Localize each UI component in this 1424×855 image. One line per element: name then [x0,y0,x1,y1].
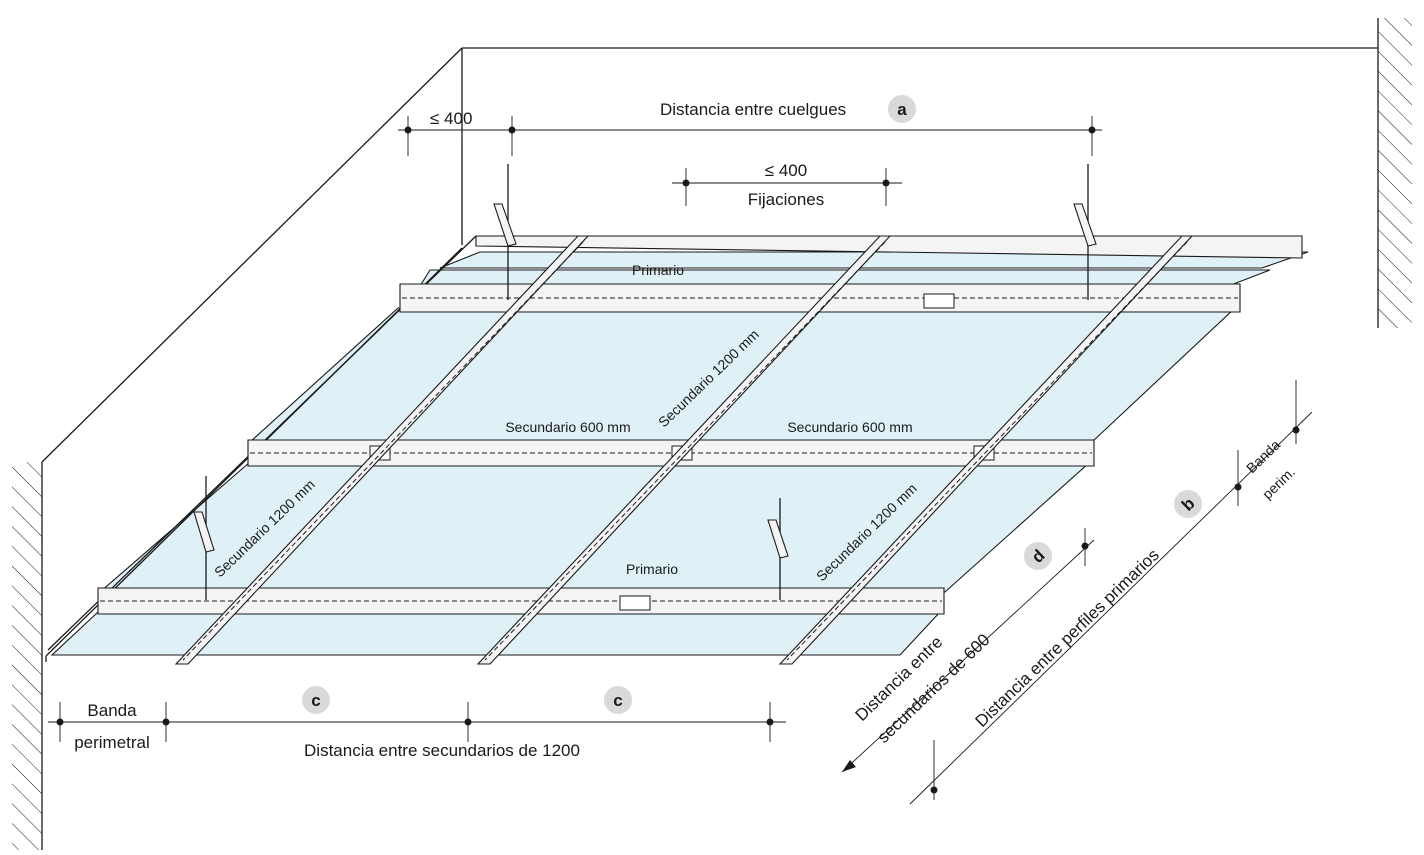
banda-perimetral-line1: Banda [87,701,137,720]
secundario-600-right-label: Secundario 600 mm [787,419,912,435]
hanger-icon [493,164,517,300]
hanger-icon [193,476,215,600]
badge-c1-text: c [311,691,320,710]
badge-c1: c [300,684,332,716]
hanger-icon [767,498,789,600]
primario-top-label: Primario [632,262,684,278]
badge-d: d [1022,540,1054,572]
primary-profile-bottom [97,587,945,615]
badge-a-text: a [897,100,907,119]
dimension-perfiles-primarios [909,380,1313,805]
wall-left [12,462,43,850]
primary-profile-top [399,283,1241,313]
wall-right [1377,18,1412,328]
distancia-cuelgues-label: Distancia entre cuelgues [660,100,846,119]
secondary-1200-profiles [174,235,1194,665]
max-400-fix-label: ≤ 400 [765,161,807,180]
badge-a: a [886,93,918,125]
badge-b: b [1172,488,1204,520]
badge-c2: c [602,684,634,716]
badge-c2-text: c [613,691,622,710]
primario-bottom-label: Primario [626,561,678,577]
dist-primarios-label: Distancia entre perfiles primarios [972,545,1163,731]
dist-sec-1200-label: Distancia entre secundarios de 1200 [304,741,580,760]
banda-perimetral-line2: perimetral [74,733,150,752]
banda-perim-line1: Banda [1243,436,1283,476]
banda-perim-line2: perim. [1259,464,1298,503]
fijaciones-label: Fijaciones [748,190,825,209]
dimension-cuelgues [398,116,1102,240]
secundario-600-left-label: Secundario 600 mm [505,419,630,435]
hanger-icon [1073,164,1097,300]
dimension-fijaciones [672,168,902,206]
max-400-top-label: ≤ 400 [430,109,472,128]
dimension-secundarios-600 [841,528,1095,773]
dimension-secundarios-1200 [48,702,786,742]
